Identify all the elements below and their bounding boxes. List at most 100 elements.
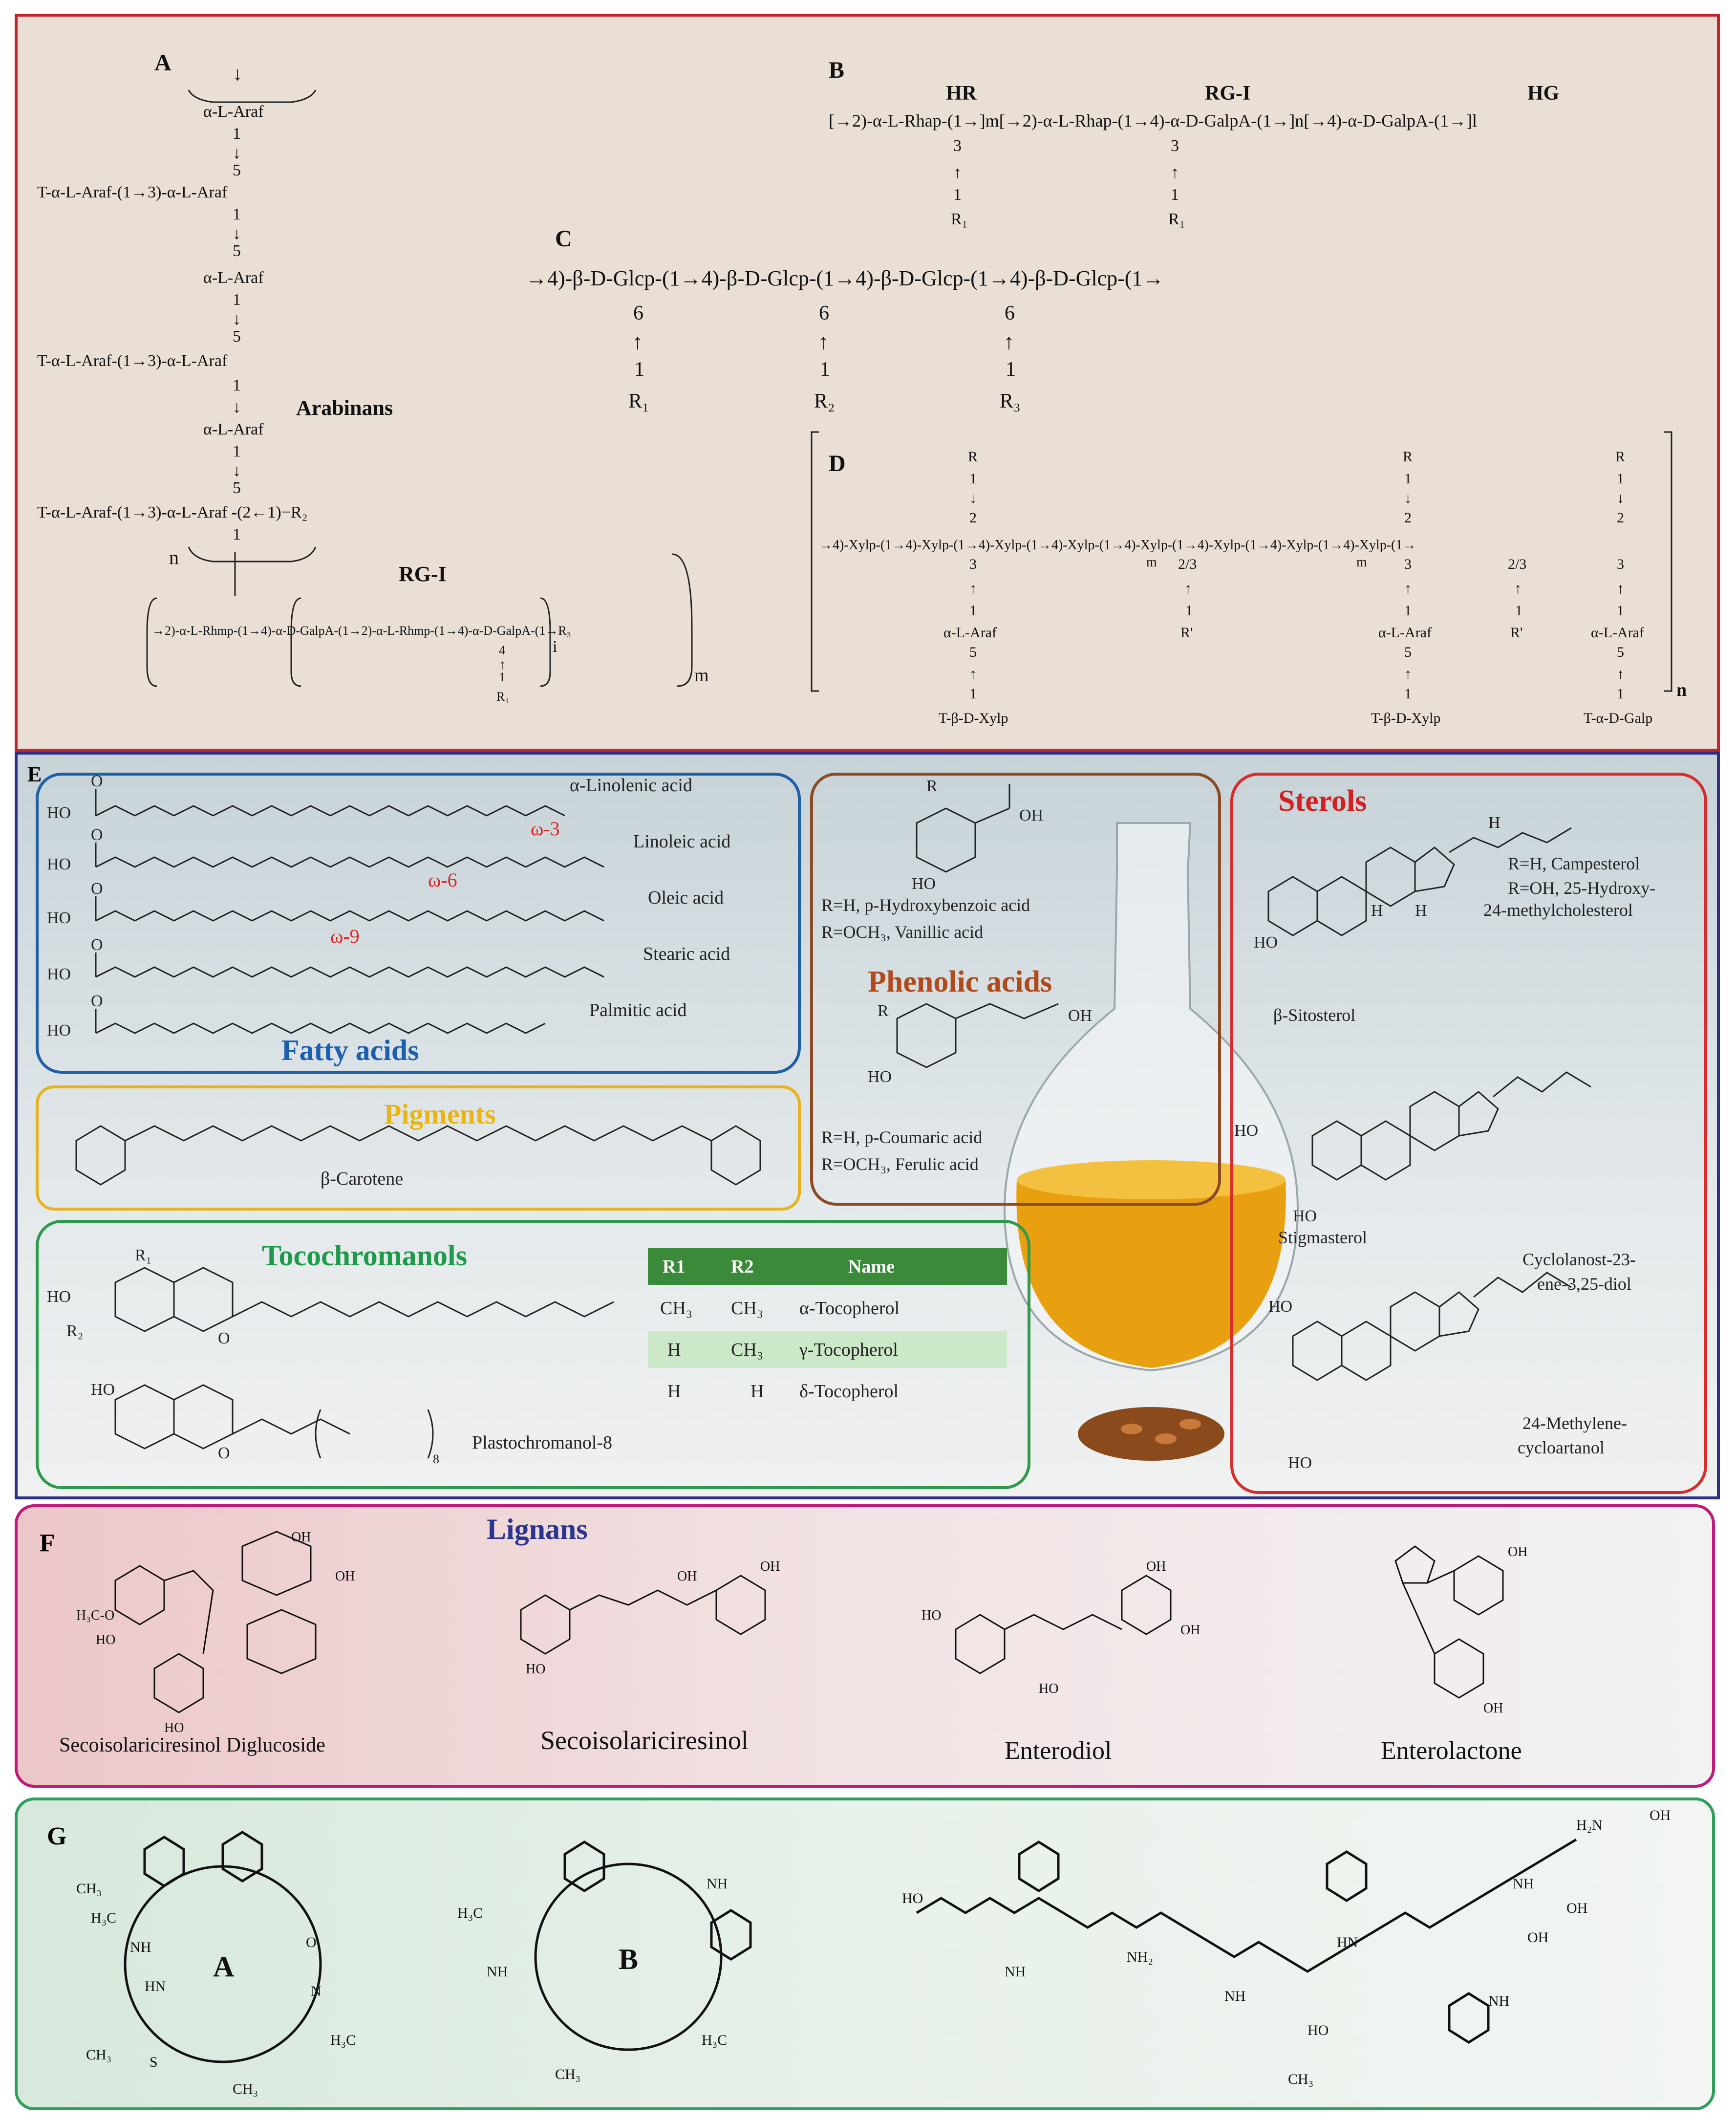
svg-text:O: O [91,880,103,898]
svg-text:6: 6 [633,302,643,325]
svg-text:HO: HO [912,875,936,893]
carotene-label: β-Carotene [321,1169,403,1189]
svg-text:1: 1 [1515,603,1522,619]
fatty-acid-name-4: Stearic acid [643,944,730,964]
svg-text:R₃: R₃ [1000,390,1021,412]
omega-6-label: ω-6 [428,869,457,891]
svg-text:↓: ↓ [233,398,241,416]
svg-text:OH: OH [291,1530,311,1545]
omega-3-label: ω-3 [531,818,560,840]
svg-text:5: 5 [233,161,241,179]
svg-text:1: 1 [1617,471,1624,487]
panel-a-line-6: T-α-L-Araf-(1→3)-α-L-Araf -(2←1)−R₂ [37,503,307,521]
svg-text:HO: HO [96,1632,115,1647]
svg-text:1: 1 [233,525,241,543]
ring-a-label: A [213,1950,234,1983]
svg-text:CH₃: CH₃ [76,1881,102,1897]
fatty-acids-title: Fatty acids [281,1034,419,1066]
svg-text:3: 3 [1404,556,1412,572]
svg-text:HO: HO [47,804,71,822]
svg-text:HO: HO [47,855,71,873]
svg-text:NH: NH [1005,1964,1026,1980]
svg-text:H: H [1415,902,1427,920]
svg-text:OH: OH [1146,1559,1166,1574]
svg-text:2: 2 [1617,510,1624,526]
svg-text:HO: HO [47,909,71,927]
svg-text:3: 3 [1617,556,1624,572]
svg-text:4: 4 [499,643,505,657]
svg-text:1: 1 [233,442,241,460]
svg-text:↓: ↓ [233,63,242,85]
tocochromanols-box [36,1220,1030,1489]
svg-text:O: O [91,772,103,790]
panel-oil-components: E HO HO HO HO [15,752,1720,1499]
svg-text:HO: HO [1288,1454,1312,1472]
svg-text:2/3: 2/3 [1178,556,1197,572]
svg-text:CH₃: CH₃ [660,1298,692,1319]
svg-text:8: 8 [433,1452,439,1466]
fatty-acid-name-3: Oleic acid [648,888,724,908]
phenolic-line-2: R=OCH₃, Vanillic acid [821,922,983,942]
svg-text:1: 1 [1404,686,1412,702]
svg-text:α-L-Araf: α-L-Araf [1591,625,1644,641]
svg-text:1: 1 [233,205,241,223]
svg-text:↓: ↓ [969,490,977,506]
svg-text:HO: HO [1293,1207,1317,1225]
svg-text:3: 3 [953,137,962,155]
svg-text:1: 1 [953,186,962,204]
panel-a-label: A [154,50,171,76]
panel-g-label: G [47,1822,66,1850]
svg-text:H₃C: H₃C [457,1905,483,1921]
lignan-name-3: Enterodiol [1005,1737,1112,1765]
svg-text:1: 1 [820,358,830,381]
sterol-line-6: Cyclolanost-23- [1522,1250,1636,1269]
svg-text:H₃C: H₃C [330,2032,356,2048]
svg-text:↑: ↑ [1617,666,1624,682]
sterol-line-1: R=H, Campesterol [1508,854,1640,873]
svg-text:R₁: R₁ [135,1246,152,1264]
svg-text:5: 5 [233,327,241,346]
sterol-line-5: Stigmasterol [1278,1228,1367,1247]
svg-text:OH: OH [1566,1900,1587,1916]
svg-text:↓: ↓ [1617,490,1624,506]
svg-text:↑: ↑ [1184,581,1192,597]
sterol-line-4: β-Sitosterol [1273,1005,1355,1025]
svg-text:δ-Tocopherol: δ-Tocopherol [799,1381,899,1402]
lignan-name-4: Enterolactone [1381,1737,1522,1765]
svg-text:H: H [667,1340,681,1360]
svg-text:H: H [1371,902,1383,920]
svg-text:HR: HR [946,82,977,105]
svg-text:T-α-D-Galp: T-α-D-Galp [1584,710,1652,726]
svg-text:↑: ↑ [1404,581,1412,597]
svg-text:NH: NH [1513,1876,1534,1892]
svg-text:5: 5 [1404,644,1412,660]
svg-text:2: 2 [1404,510,1412,526]
svg-text:R': R' [1510,625,1522,641]
svg-text:R: R [968,449,978,465]
svg-text:2: 2 [969,510,977,526]
svg-text:5: 5 [233,242,241,260]
omega-9-label: ω-9 [330,925,360,947]
svg-text:HO: HO [868,1068,892,1086]
svg-text:R: R [1403,449,1413,465]
svg-text:H₃C: H₃C [91,1910,116,1926]
fatty-acid-name-2: Linoleic acid [633,831,730,852]
svg-text:R₂: R₂ [814,390,835,412]
svg-text:↓: ↓ [233,310,241,328]
phenolic-acids-box [810,773,1221,1206]
phenolic-line-1: R=H, p-Hydroxybenzoic acid [821,895,1030,915]
svg-text:m: m [1146,555,1157,570]
panel-a-line-3: α-L-Araf [203,269,264,287]
panel-c-label: C [555,226,572,252]
sterol-line-9: cycloartanol [1518,1438,1605,1457]
svg-text:HO: HO [526,1662,545,1677]
panel-e-label: E [27,762,42,786]
svg-text:3: 3 [1171,137,1179,155]
pigments-title: Pigments [384,1098,496,1130]
svg-text:R₂: R₂ [66,1322,84,1340]
polysaccharide-structures: A ↓ α-L-Araf 1 ↓ 5 T-α-L-Araf-(1→3)-α-L-… [37,50,1687,726]
svg-text:R₁: R₁ [496,690,509,704]
svg-text:α-Tocopherol: α-Tocopherol [799,1298,900,1319]
svg-text:OH: OH [760,1559,780,1574]
svg-text:↑: ↑ [1617,581,1624,597]
